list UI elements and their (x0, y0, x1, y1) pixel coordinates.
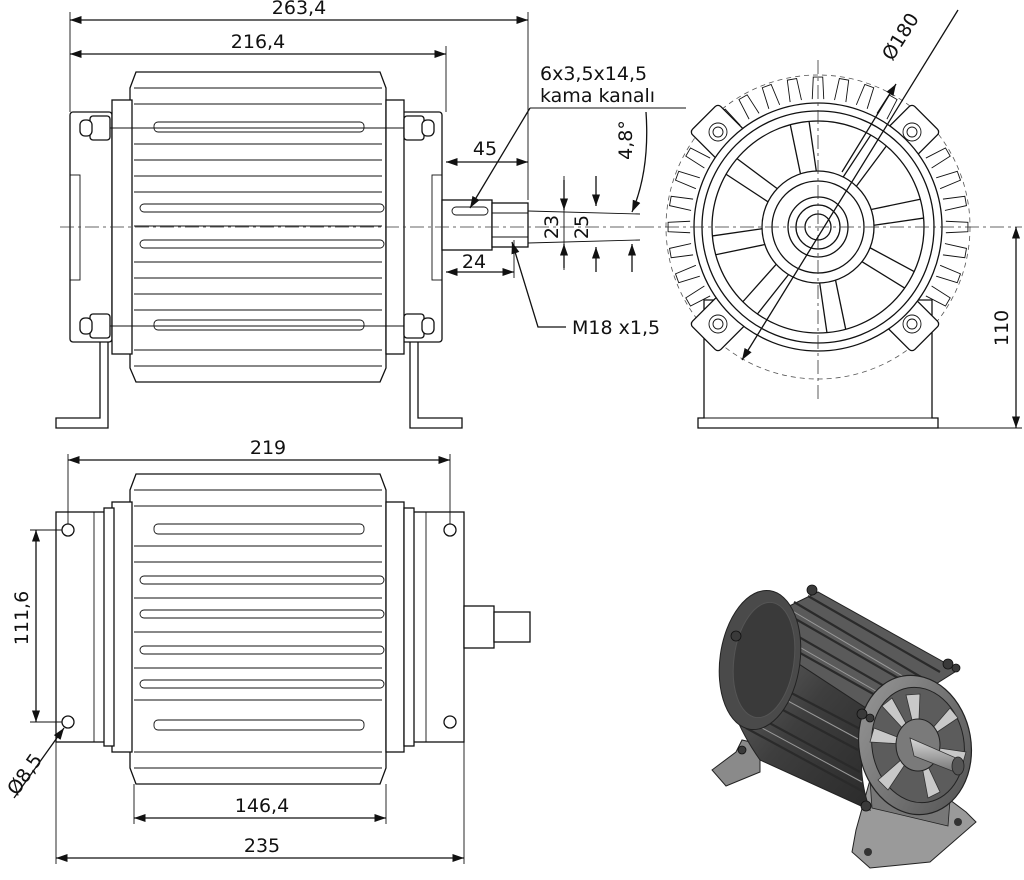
front-fin (936, 170, 962, 190)
front-spoke-edge (725, 173, 769, 203)
side-foot-right (409, 340, 463, 429)
front-spoke-edge (742, 263, 777, 303)
front-fin (811, 76, 825, 100)
front-fin (685, 285, 711, 307)
front-fin (925, 147, 951, 169)
side-bolts (79, 115, 435, 339)
keyway-label-1: 6x3,5x14,5 (540, 63, 647, 85)
front-fin (925, 285, 951, 307)
dim-hole-diameter: Ø8,5 (3, 750, 47, 800)
dim-overall-length: 263,4 (272, 0, 326, 19)
side-stator-body (129, 71, 387, 383)
front-spoke-edge (861, 261, 906, 289)
dim-hole-spacing: 111,6 (11, 591, 33, 645)
top-view: 219 111,6 Ø8,5 146,4 235 (3, 437, 531, 864)
dim-shaft-height: 110 (991, 310, 1013, 346)
side-view: 263,4 216,4 45 6x3,5x14,5 kama kanalı 23… (55, 0, 686, 429)
front-view: Ø180 110 (640, 9, 1022, 429)
front-spoke-edge (842, 134, 872, 178)
side-shaft-base (441, 199, 493, 251)
dim-body-length-top: 146,4 (235, 795, 289, 817)
front-spoke-edge (873, 217, 924, 226)
front-spoke-edge (808, 121, 817, 172)
dim-thread-length: 24 (462, 251, 486, 273)
dim-taper-angle: 4,8° (615, 120, 637, 160)
top-stator-body (129, 473, 387, 785)
front-fin (669, 195, 694, 211)
top-shaft-step (493, 611, 531, 643)
dim-shaft-dia-large: 25 (571, 215, 593, 239)
dim-flange-diameter: Ø180 (878, 9, 924, 64)
mount-hole-br (443, 715, 457, 729)
dim-base-length: 235 (244, 835, 280, 857)
front-fin (669, 243, 694, 259)
front-fin (685, 147, 711, 169)
front-fin (738, 94, 760, 120)
front-fin (936, 264, 962, 284)
front-spoke-edge (756, 274, 790, 315)
side-cooling-fins (134, 87, 385, 367)
front-spoke-edge (712, 228, 763, 237)
isometric-render (711, 584, 977, 869)
front-fin (674, 264, 700, 284)
front-spoke-edge (871, 198, 921, 211)
front-spoke-edge (869, 247, 915, 273)
front-fin (942, 243, 967, 259)
front-fin (674, 170, 700, 190)
side-shaft-step (491, 202, 529, 248)
dim-base-width: 219 (250, 437, 286, 459)
keyway-label-2: kama kanalı (540, 85, 655, 107)
top-cooling-fins (134, 489, 385, 769)
front-spoke-edge (789, 124, 802, 174)
front-fin (855, 83, 875, 109)
dim-shaft-extension: 45 (473, 138, 497, 160)
side-foot-left (55, 340, 109, 429)
front-spoke-edge (834, 280, 847, 330)
thread-spec-label: M18 x1,5 (572, 317, 660, 339)
front-spoke-edge (819, 282, 828, 333)
front-fin (761, 83, 781, 109)
front-spoke-edge (736, 158, 778, 190)
dim-body-length: 216,4 (231, 31, 285, 53)
front-fin (834, 78, 850, 103)
front-fin (786, 78, 802, 103)
iso-bolts (730, 584, 961, 812)
front-spoke-edge (715, 243, 765, 256)
front-fin (942, 195, 967, 211)
dim-shaft-dia-small: 23 (541, 215, 563, 239)
front-spokes (712, 121, 924, 333)
top-shaft-base (463, 605, 495, 649)
iso-fins (733, 595, 941, 793)
front-spoke-edge (855, 145, 887, 187)
